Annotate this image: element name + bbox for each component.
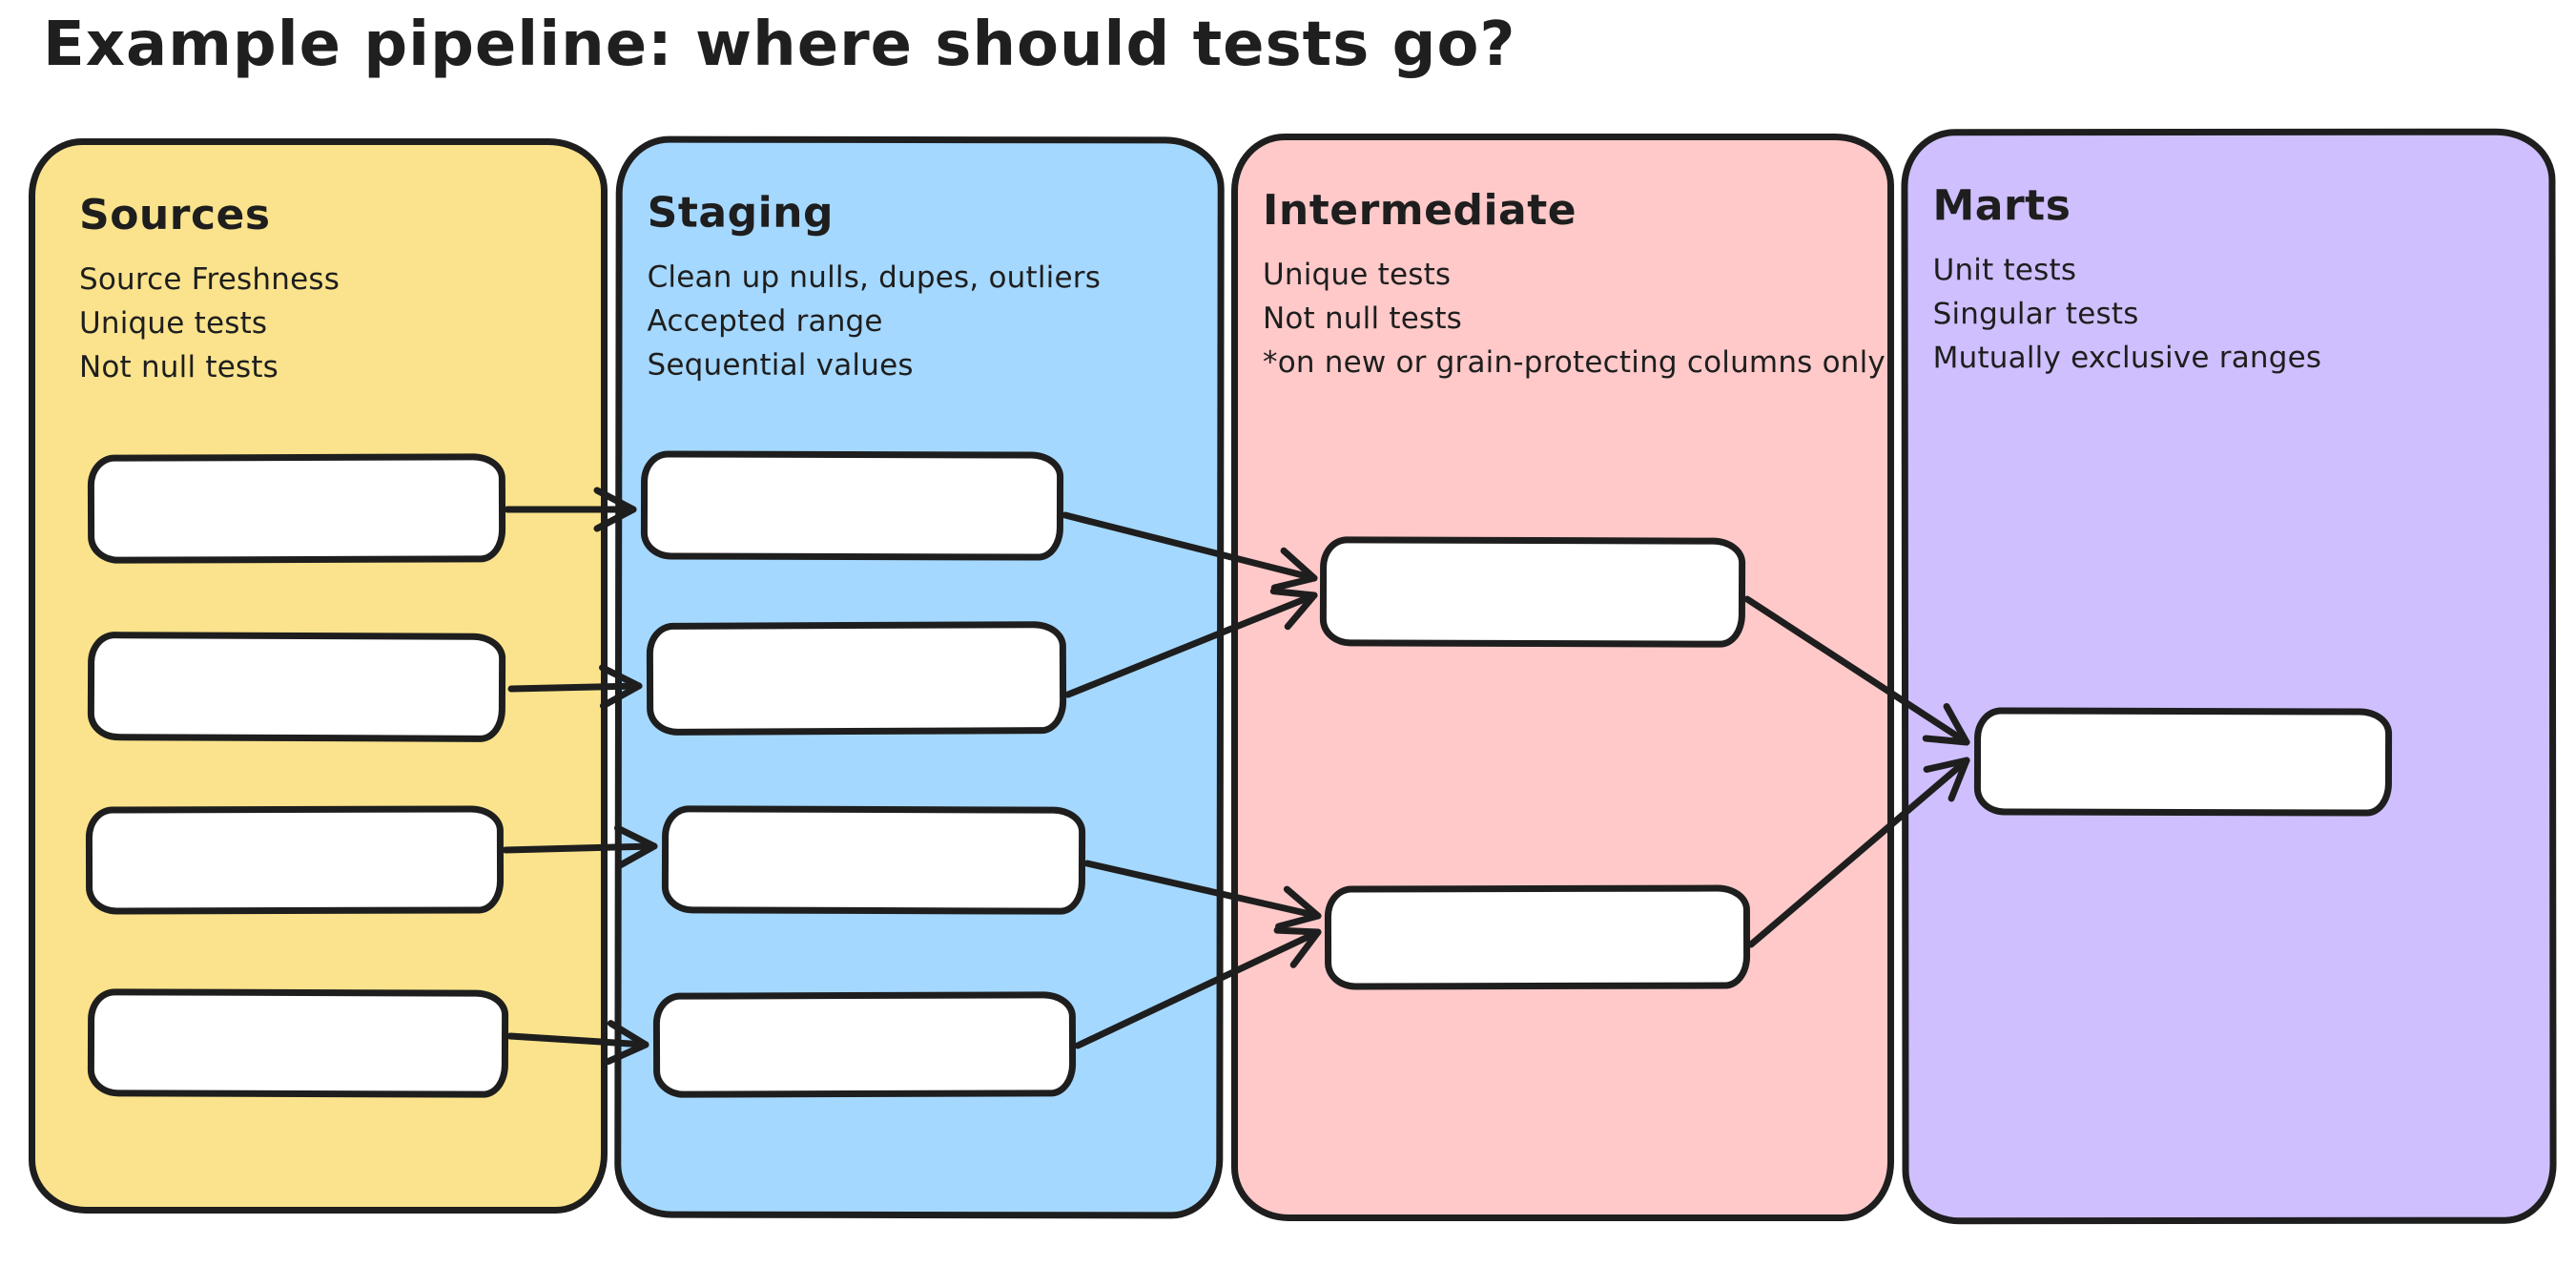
node-sources-2 [87, 632, 506, 742]
note-line: Clean up nulls, dupes, outliers [647, 259, 1102, 296]
column-title-staging: Staging [647, 188, 835, 238]
page-title: Example pipeline: where should tests go? [43, 10, 1516, 80]
node-intermediate-2 [1324, 884, 1751, 990]
node-sources-3 [85, 805, 505, 915]
node-marts-1 [1973, 707, 2393, 817]
note-line: Unique tests [1263, 258, 1452, 292]
column-notes-sources: Source Freshness Unique tests Not null t… [79, 258, 591, 389]
node-intermediate-1 [1319, 536, 1746, 648]
note-line: Unique tests [79, 306, 268, 341]
note-line: Source Freshness [79, 262, 340, 297]
node-sources-4 [87, 988, 509, 1098]
note-line: Accepted range [647, 303, 883, 339]
panel-intermediate: Intermediate Unique tests Not null tests… [1231, 134, 1894, 1221]
node-sources-1 [87, 453, 506, 564]
column-notes-staging: Clean up nulls, dupes, outliers Accepted… [647, 256, 1207, 388]
note-line: Sequential values [647, 347, 914, 383]
note-line: Not null tests [1263, 301, 1463, 336]
panel-marts: Marts Unit tests Singular tests Mutually… [1901, 128, 2557, 1225]
column-title-marts: Marts [1932, 181, 2071, 231]
column-notes-intermediate: Unique tests Not null tests *on new or g… [1263, 253, 1886, 384]
column-title-intermediate: Intermediate [1263, 186, 1577, 235]
note-line: Mutually exclusive ranges [1932, 340, 2322, 376]
node-staging-2 [646, 621, 1067, 736]
note-line: Unit tests [1932, 253, 2077, 288]
column-title-sources: Sources [79, 191, 271, 239]
note-line: Not null tests [79, 350, 279, 384]
node-staging-3 [661, 805, 1086, 915]
column-notes-marts: Unit tests Singular tests Mutually exclu… [1933, 248, 2540, 381]
note-line: *on new or grain-protecting columns only [1263, 345, 1886, 380]
note-line: Singular tests [1932, 297, 2139, 332]
node-staging-1 [640, 450, 1064, 561]
node-staging-4 [652, 991, 1077, 1098]
